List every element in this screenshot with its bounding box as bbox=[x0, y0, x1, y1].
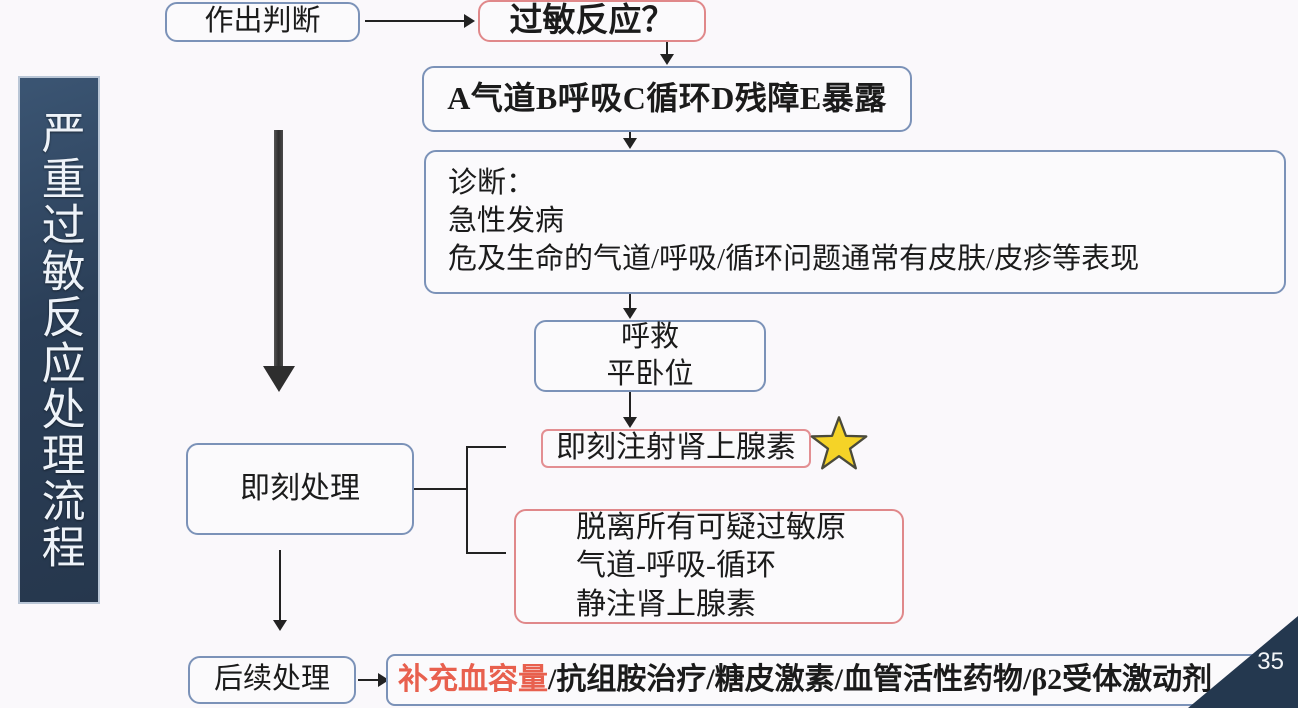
node-diagnosis[interactable]: 诊断： 急性发病 危及生命的气道/呼吸/循环问题通常有皮肤/皮疹等表现 bbox=[424, 150, 1286, 294]
slide-title-banner: 严重过敏反应处理流程 bbox=[18, 76, 100, 604]
connector-diagnosis-to-call bbox=[629, 294, 631, 310]
node-immediate-processing[interactable]: 即刻处理 bbox=[186, 443, 414, 535]
node-drug-therapies-highlight: 补充血容量 bbox=[398, 662, 548, 696]
page-number: 35 bbox=[1257, 648, 1284, 675]
arrow-down-icon bbox=[660, 54, 674, 65]
thick-arrow-down-head-icon bbox=[263, 366, 295, 392]
node-allergy-question-label: 过敏反应？ bbox=[509, 2, 675, 39]
arrow-down-icon bbox=[623, 417, 637, 428]
arrow-right-icon bbox=[464, 14, 475, 28]
node-call-for-help[interactable]: 呼救 平卧位 bbox=[534, 320, 766, 392]
connector-call-to-adrenaline bbox=[629, 392, 631, 420]
node-allergy-question[interactable]: 过敏反应？ bbox=[478, 0, 706, 42]
node-abcde-assessment[interactable]: A气道B呼吸C循环D残障E暴露 bbox=[422, 66, 912, 132]
arrow-right-icon bbox=[378, 673, 389, 687]
bracket-spine bbox=[466, 446, 468, 554]
connector-immediate-to-followup bbox=[279, 550, 281, 628]
bracket-arm-bottom bbox=[466, 552, 506, 554]
node-immediate-processing-label: 即刻处理 bbox=[240, 471, 360, 505]
arrow-down-icon bbox=[273, 620, 287, 631]
corner-decoration bbox=[1188, 616, 1298, 708]
node-immediate-adrenaline-label: 即刻注射肾上腺素 bbox=[556, 431, 796, 465]
bracket-stem bbox=[414, 488, 468, 490]
node-drug-therapies[interactable]: 补充血容量/抗组胺治疗/糖皮激素/血管活性药物/β2受体激动剂 bbox=[386, 654, 1291, 706]
slide-title-text: 严重过敏反应处理流程 bbox=[34, 110, 84, 570]
node-three-immediate-steps[interactable]: 脱离所有可疑过敏原 气道-呼吸-循环 静注肾上腺素 bbox=[514, 509, 904, 624]
node-followup-processing-label: 后续处理 bbox=[213, 663, 330, 696]
node-diagnosis-label: 诊断： 急性发病 危及生命的气道/呼吸/循环问题通常有皮肤/皮疹等表现 bbox=[448, 167, 1140, 275]
connector-judge-to-allergy bbox=[365, 20, 465, 22]
node-abcde-label: A气道B呼吸C循环D残障E暴露 bbox=[447, 80, 887, 117]
node-drug-therapies-rest: /抗组胺治疗/糖皮激素/血管活性药物/β2受体激动剂 bbox=[548, 662, 1213, 696]
arrow-down-icon bbox=[623, 138, 637, 149]
star-icon bbox=[810, 416, 868, 470]
bracket-arm-top bbox=[466, 446, 506, 448]
connector-followup-to-drugs bbox=[358, 679, 384, 681]
connector-abcde-to-diagnosis bbox=[629, 132, 631, 140]
thick-arrow-down-icon bbox=[274, 130, 283, 370]
node-make-judgement[interactable]: 作出判断 bbox=[165, 2, 360, 42]
node-three-immediate-steps-label: 脱离所有可疑过敏原 气道-呼吸-循环 静注肾上腺素 bbox=[576, 511, 846, 621]
node-immediate-adrenaline[interactable]: 即刻注射肾上腺素 bbox=[541, 429, 811, 468]
node-call-for-help-label: 呼救 平卧位 bbox=[606, 321, 694, 390]
connector-allergy-to-abcde bbox=[666, 42, 668, 56]
node-make-judgement-label: 作出判断 bbox=[204, 5, 321, 38]
arrow-down-icon bbox=[623, 308, 637, 319]
node-followup-processing[interactable]: 后续处理 bbox=[188, 656, 356, 704]
